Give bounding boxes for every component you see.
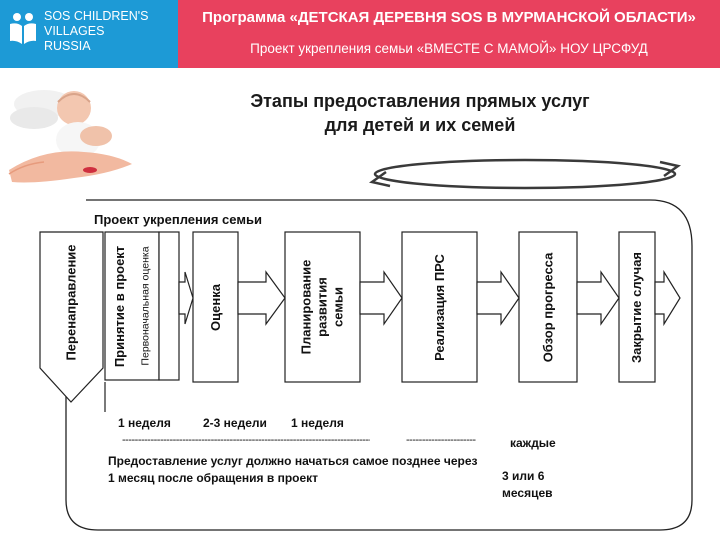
redirect-label-wrap: Перенаправление [40,232,103,372]
stage-arrow-2 [237,270,286,326]
slide-title-line-2: для детей и их семей [324,115,516,135]
stage-label-assessment: Оценка [208,283,224,331]
stage-box-initial-assessment [158,231,180,381]
project-subtitle: Проект укрепления семьи «ВМЕСТЕ С МАМОЙ»… [250,41,648,56]
stage-arrow-3 [359,270,403,326]
stage-label-wrap-initial-assessment: Первоначальная оценка [136,232,156,380]
project-label: Проект укрепления семьи [94,212,262,227]
stage-label-intake: Принятие в проект [112,245,128,367]
stage-box-case-closure [618,231,656,383]
logo-line-1: SOS CHILDREN'S [44,9,149,23]
stage-arrow-6 [654,269,681,327]
program-title: Программа «ДЕТСКАЯ ДЕРЕВНЯ SOS В МУРМАНС… [202,9,696,26]
header-title-block: Программа «ДЕТСКАЯ ДЕРЕВНЯ SOS В МУРМАНС… [178,0,720,68]
stage-label-progress-review: Обзор прогресса [540,252,556,362]
stage-arrow-4 [476,270,520,326]
header-bar: SOS CHILDREN'S VILLAGES RUSSIA Программа… [0,0,720,68]
cycle-arrow-icon [368,158,682,190]
stage-label-wrap-planning: Планирование развития семьи [285,232,360,382]
timeline-months-line-2: месяцев [502,486,553,500]
timeline-weeks-2-3: 2-3 недели [203,416,267,430]
timeline-note-line-1: Предоставление услуг должно начаться сам… [108,454,478,468]
stage-label-wrap-case-closure: Закрытие случая [619,232,655,382]
stage-arrow-5 [576,270,620,326]
sos-logo-icon [10,13,36,44]
timeline-dash-line-1: ----------------------------------------… [122,434,370,446]
stage-label-wrap-progress-review: Обзор прогресса [519,232,577,382]
stage-label-initial-assessment: Первоначальная оценка [140,246,152,366]
stage-label-wrap-implementation: Реализация ПРС [402,232,477,382]
timeline-every: каждые [510,436,556,450]
stage-label-planning: Планирование развития семьи [298,259,346,355]
stage-box-planning [284,231,361,383]
stage-box-intake [104,231,160,381]
timeline-week-1b: 1 неделя [291,416,344,430]
stage-label-implementation: Реализация ПРС [432,253,447,361]
redirect-arrow [39,231,104,403]
timeline-dash-line-2: ---------------------------- [406,434,476,446]
stage-label-wrap-assessment: Оценка [193,232,238,382]
baby-on-hand-image [8,90,132,183]
logo-line-2: VILLAGES [44,24,105,38]
process-frame [65,199,693,531]
logo-text: SOS CHILDREN'S VILLAGES RUSSIA [44,9,149,54]
slide-title: Этапы предоставления прямых услуг для де… [200,89,640,137]
timeline-months-line-1: 3 или 6 [502,469,545,483]
stage-box-progress-review [518,231,578,383]
redirect-label: Перенаправление [64,243,79,361]
timeline-week-1: 1 неделя [118,416,171,430]
logo: SOS CHILDREN'S VILLAGES RUSSIA [0,0,178,68]
stage-label-wrap-intake: Принятие в проект [105,232,135,380]
logo-line-3: RUSSIA [44,39,91,53]
stage-arrow-1 [178,271,194,325]
timeline-note-line-2: 1 месяц после обращения в проект [108,471,319,485]
stage-box-assessment [192,231,239,383]
stage-label-case-closure: Закрытие случая [629,251,645,363]
slide-title-line-1: Этапы предоставления прямых услуг [250,91,590,111]
